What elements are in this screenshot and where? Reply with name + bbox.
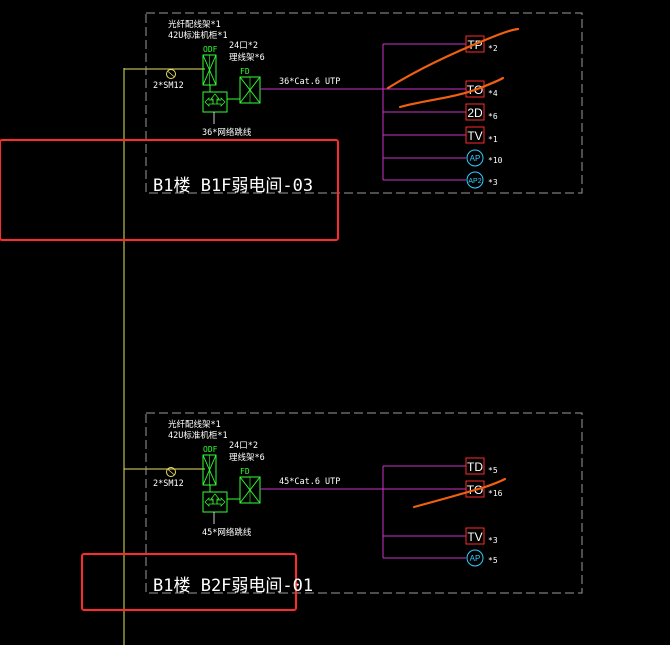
outlet-code: TV: [467, 530, 482, 544]
outlet-box-icon: [465, 480, 485, 498]
outlet-code: TD: [467, 460, 483, 474]
wireless-ap-icon: [466, 149, 484, 167]
patch-note-2: 理线架*6: [229, 52, 265, 63]
annotation-stroke: [398, 76, 505, 109]
outlet-code: AP2: [468, 178, 481, 185]
outlet-count: *16: [488, 489, 503, 498]
outlet-count: *6: [488, 112, 498, 121]
odf-panel-icon: [202, 54, 217, 86]
outlet-td: TD *5: [465, 457, 498, 475]
patch-note-1: 24口*2: [229, 41, 258, 51]
outlet-code: AP: [470, 554, 481, 563]
room-frame-dashed: [145, 412, 583, 594]
fiber-label: 2*SM12: [153, 479, 184, 489]
outlet-ap2: AP2 *3: [466, 171, 498, 189]
outlet-count: *5: [488, 466, 498, 475]
section-b2f: 光纤配线架*1 42U标准机柜*1 ODF 24口*2 理线架*6 FD 2*S…: [81, 412, 583, 611]
odf-note-1: 光纤配线架*1: [168, 19, 221, 30]
fd-patch-icon: [239, 476, 261, 504]
fd-tag: FD: [240, 67, 250, 76]
cable-label: 36*Cat.6 UTP: [279, 77, 340, 87]
outlet-count: *5: [488, 556, 498, 565]
odf-tag: ODF: [203, 445, 218, 454]
outlet-count: *3: [488, 178, 498, 187]
outlet-code: TV: [467, 129, 482, 143]
outlet-count: *2: [488, 44, 498, 53]
switch-note: 36*网络跳线: [202, 127, 252, 138]
wireless-ap-icon: [466, 171, 484, 189]
network-switch-icon: [202, 491, 228, 513]
fiber-splice-icon: [166, 69, 176, 79]
patch-note-1: 24口*2: [229, 441, 258, 451]
room-frame-dashed: [145, 12, 583, 194]
fd-tag: FD: [240, 467, 250, 476]
outlet-box-icon: [465, 126, 485, 144]
outlet-count: *10: [488, 156, 503, 165]
section-b1f: 光纤配线架*1 42U标准机柜*1 ODF 24口*2 理线架*6 FD 2*S…: [0, 12, 583, 241]
odf-tag: ODF: [203, 45, 218, 54]
outlet-box-icon: [465, 80, 485, 98]
odf-note-2: 42U标准机柜*1: [168, 430, 228, 441]
annotation-stroke: [386, 27, 520, 90]
wireless-ap-icon: [466, 549, 484, 567]
outlet-box-icon: [465, 457, 485, 475]
outlet-box-icon: [465, 35, 485, 53]
outlet-ap: AP *10: [466, 149, 503, 167]
outlet-count: *3: [488, 536, 498, 545]
switch-note: 45*网络跳线: [202, 527, 252, 538]
highlight-box: [0, 139, 339, 241]
patch-note-2: 理线架*6: [229, 452, 265, 463]
odf-panel-icon: [202, 454, 217, 486]
network-switch-icon: [202, 91, 228, 113]
fiber-label: 2*SM12: [153, 81, 184, 91]
outlet-2d: 2D *6: [465, 103, 498, 121]
outlet-tv: TV *1: [465, 126, 498, 144]
odf-note-1: 光纤配线架*1: [168, 419, 221, 430]
outlet-code: AP: [470, 154, 481, 163]
cable-label: 45*Cat.6 UTP: [279, 477, 340, 487]
outlet-count: *4: [488, 89, 498, 98]
outlet-code: 2D: [467, 106, 483, 120]
odf-note-2: 42U标准机柜*1: [168, 30, 228, 41]
outlet-box-icon: [465, 527, 485, 545]
fd-patch-icon: [239, 76, 261, 104]
outlet-count: *1: [488, 135, 498, 144]
annotation-stroke: [412, 477, 507, 509]
fiber-splice-icon: [166, 467, 176, 477]
highlight-box: [81, 553, 297, 611]
outlet-box-icon: [465, 103, 485, 121]
room-label: B1楼 B2F弱电间-01: [153, 576, 313, 596]
outlet-tv: TV *3: [465, 527, 498, 545]
room-label: B1楼 B1F弱电间-03: [153, 176, 313, 196]
outlet-ap: AP *5: [466, 549, 498, 567]
